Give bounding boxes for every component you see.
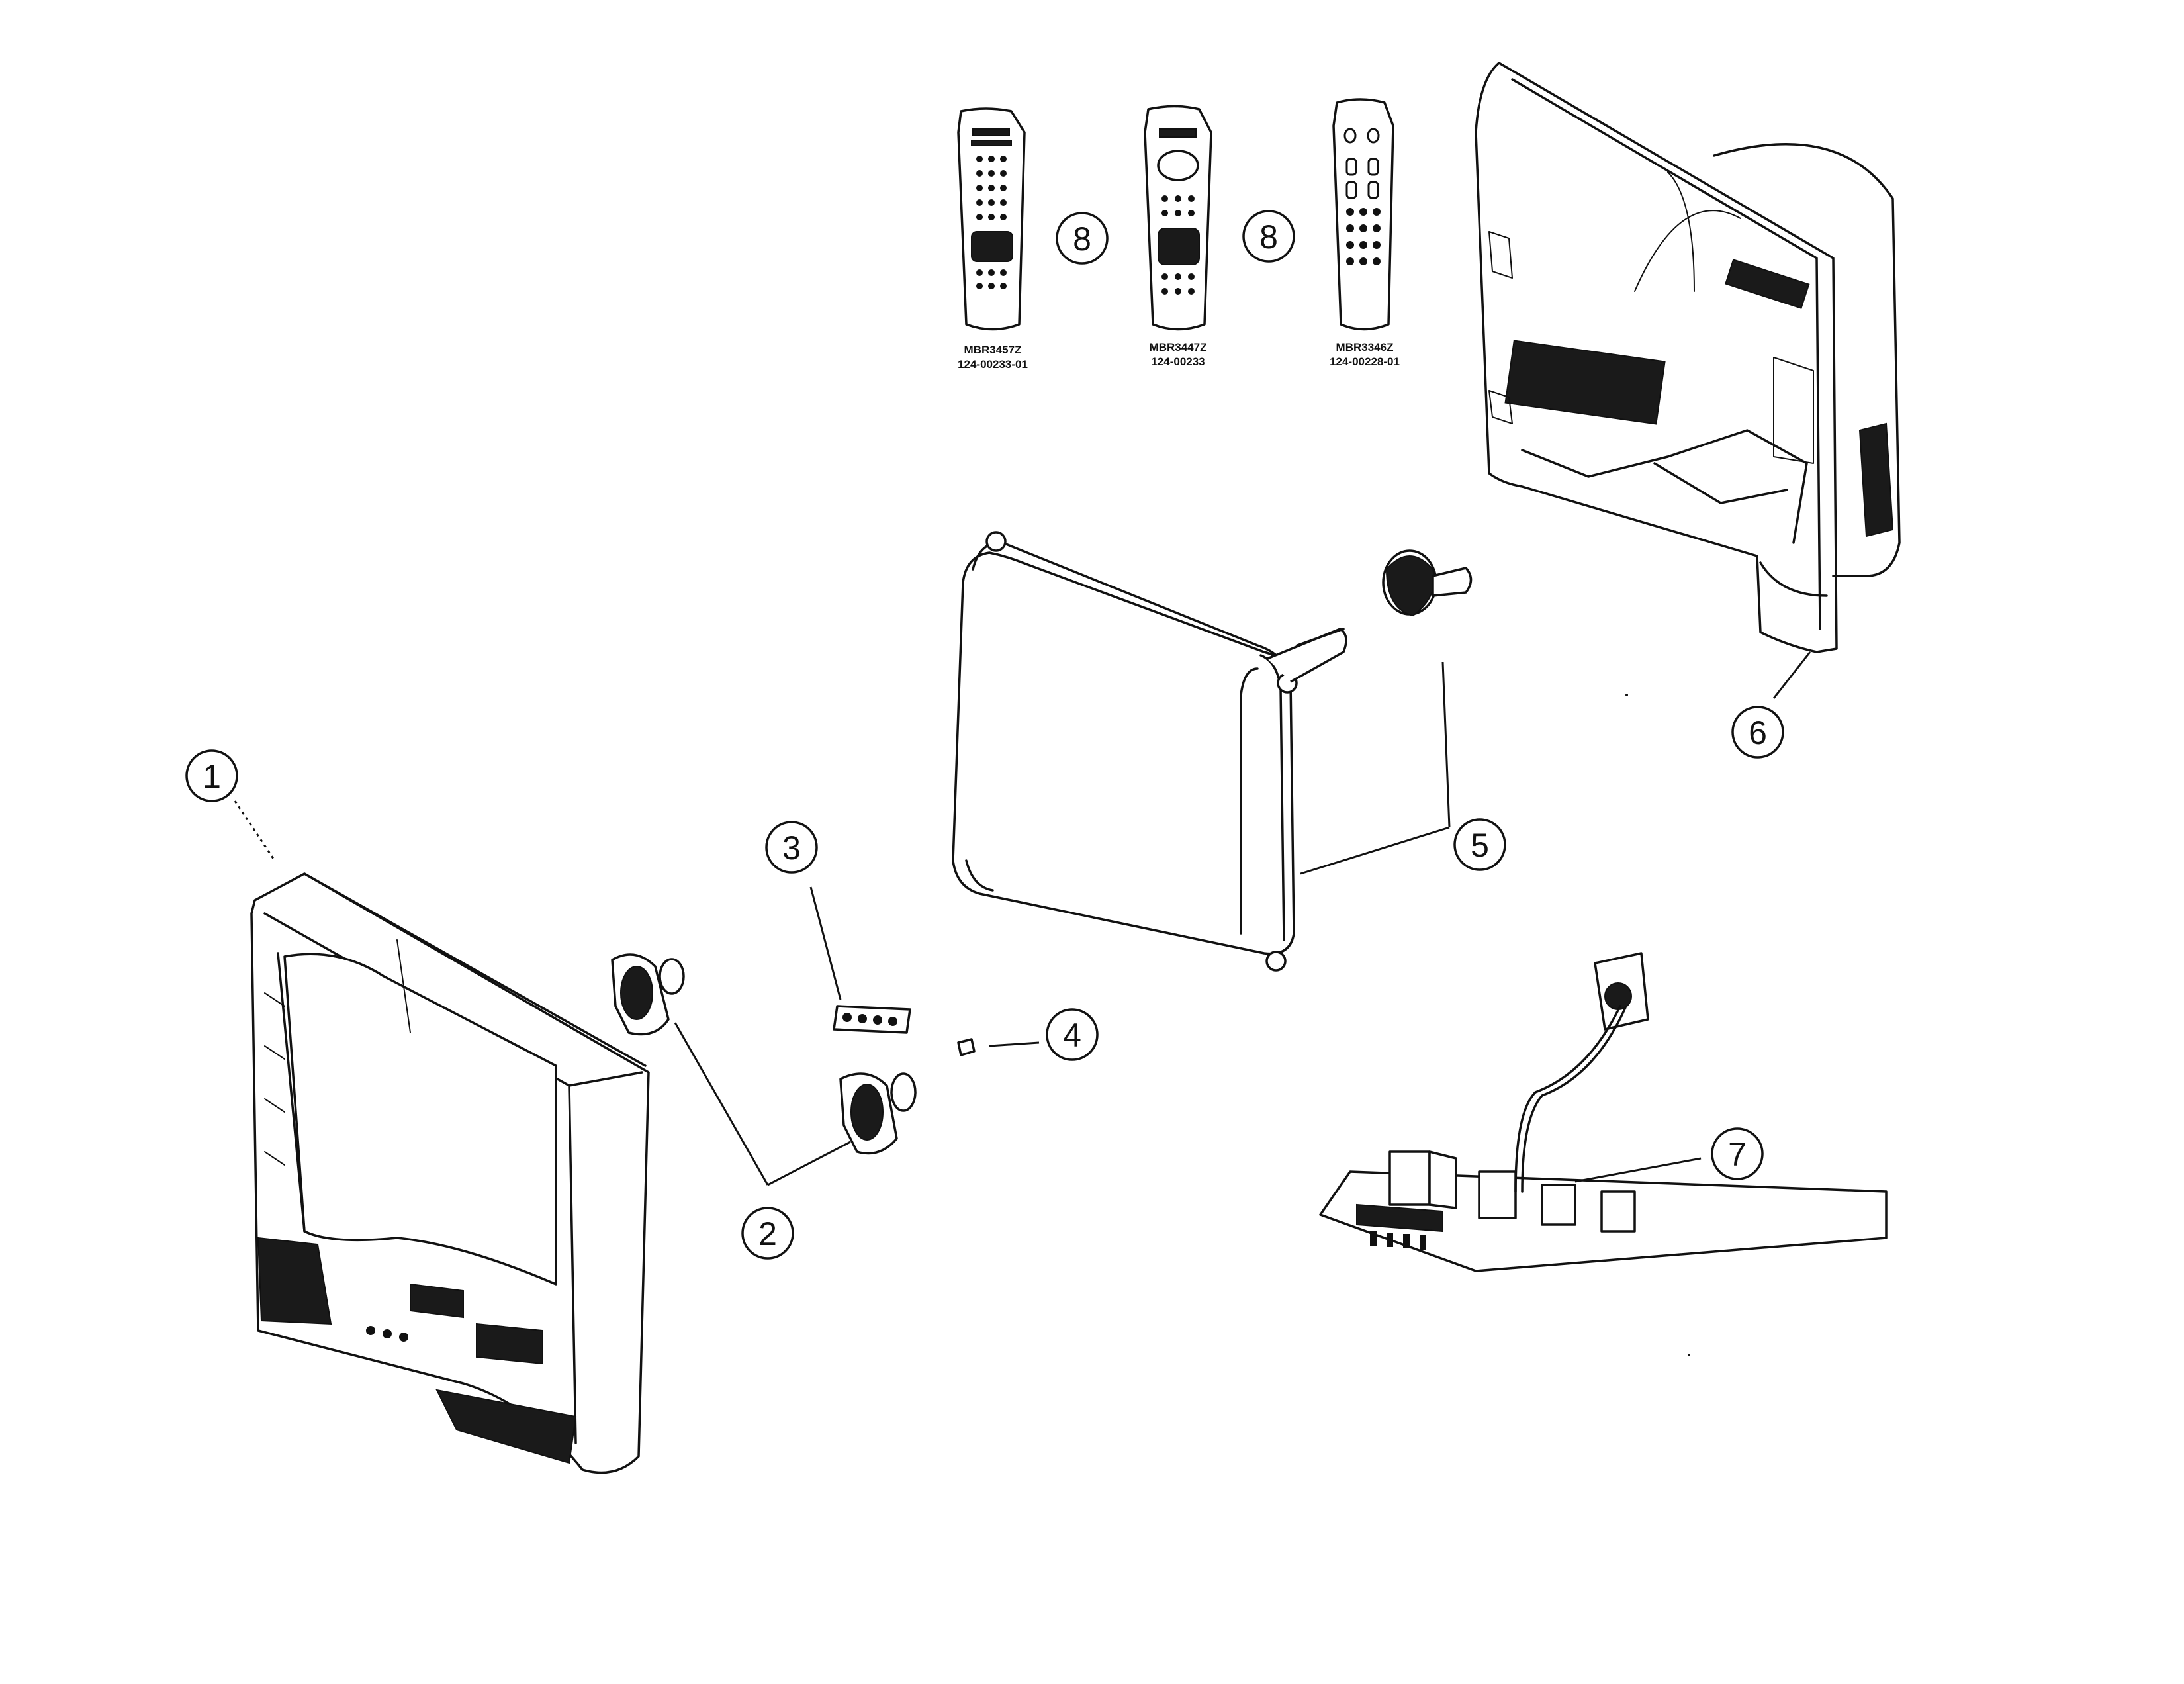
- speck: [1688, 1354, 1690, 1356]
- picture-tube: [952, 531, 1347, 972]
- leader-3: [809, 886, 842, 1000]
- svg-text:2: 2: [758, 1215, 777, 1252]
- callout-2: 2: [741, 1207, 794, 1260]
- callout-8a: 8: [1056, 212, 1109, 265]
- leader-5a: [1300, 826, 1450, 875]
- back-cabinet: [1475, 62, 1901, 653]
- remote-control-3: [1332, 98, 1394, 331]
- callout-6: 6: [1731, 706, 1784, 759]
- remote-control-1: [957, 107, 1026, 331]
- control-board: [833, 1005, 911, 1034]
- remote-2-model: MBR3447Z: [1150, 341, 1207, 353]
- remote-3-part: 124-00228-01: [1330, 355, 1400, 368]
- svg-text:7: 7: [1728, 1136, 1747, 1173]
- speaker-lower: [839, 1072, 917, 1155]
- leader-5b: [1441, 661, 1451, 828]
- callout-1: 1: [185, 749, 238, 802]
- leader-2a: [674, 1022, 769, 1186]
- remote-2-part: 124-00233: [1151, 355, 1205, 368]
- main-chassis: [1319, 952, 1888, 1272]
- remote-3-model: MBR3346Z: [1336, 341, 1394, 353]
- front-cabinet: [250, 872, 650, 1474]
- leader-2b: [767, 1141, 851, 1186]
- svg-text:1: 1: [203, 758, 221, 795]
- callout-4: 4: [1046, 1008, 1099, 1061]
- callout-3: 3: [765, 821, 818, 874]
- deflection-yoke: [1382, 549, 1473, 617]
- remote-1-part: 124-00233-01: [958, 358, 1028, 371]
- leader-1: [234, 800, 276, 861]
- leader-6: [1772, 651, 1811, 699]
- callout-7: 7: [1711, 1127, 1764, 1180]
- speaker-upper: [611, 953, 685, 1036]
- svg-text:4: 4: [1063, 1017, 1081, 1054]
- svg-text:8: 8: [1073, 220, 1091, 257]
- power-knob: [957, 1038, 976, 1056]
- leader-7: [1574, 1157, 1702, 1183]
- svg-text:5: 5: [1471, 827, 1489, 864]
- leader-4: [989, 1041, 1040, 1047]
- speck: [1625, 694, 1628, 696]
- svg-text:8: 8: [1259, 218, 1278, 256]
- svg-text:6: 6: [1749, 714, 1767, 751]
- svg-text:3: 3: [782, 829, 801, 866]
- remote-control-2: [1144, 105, 1212, 331]
- remote-1-model: MBR3457Z: [964, 344, 1022, 356]
- callout-8b: 8: [1242, 210, 1295, 263]
- callout-5: 5: [1453, 818, 1506, 871]
